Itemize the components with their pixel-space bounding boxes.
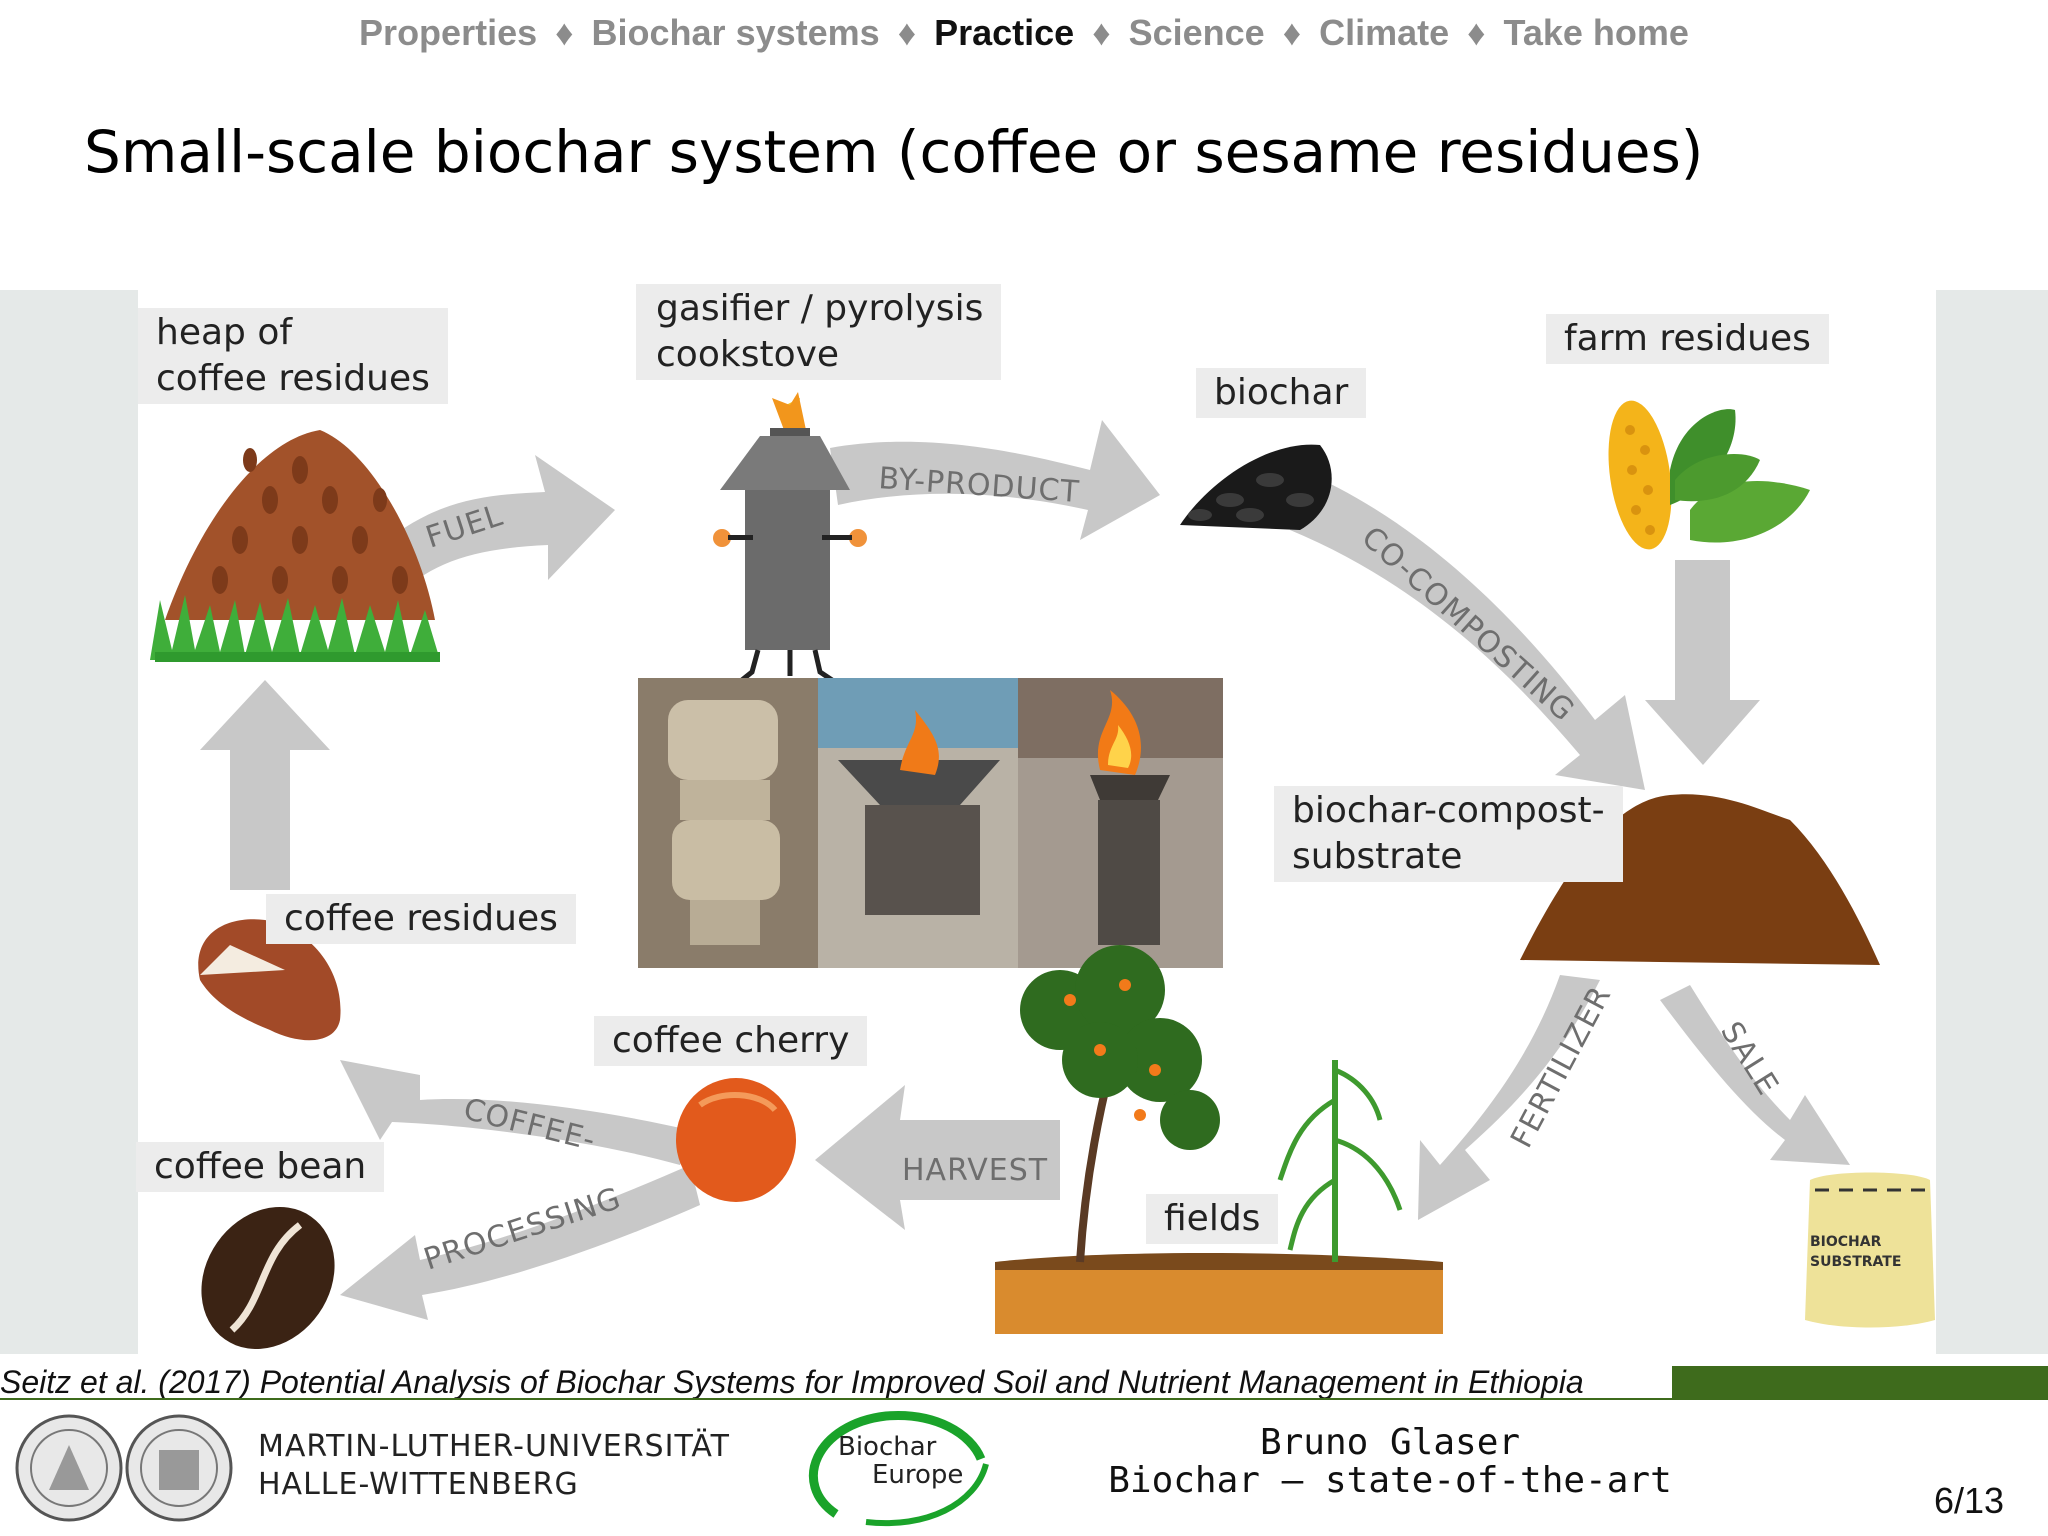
logo-text-biochar: Biochar [838,1432,937,1462]
label-gasifier-line2: cookstove [656,334,840,375]
co-composting-arrow [1290,470,1645,790]
sack-text-line1: BIOCHAR [1810,1234,1882,1250]
coffee-processing-label-1: COFFEE- [460,1092,599,1159]
cookstove-illustration [713,392,867,683]
coffee-heap-illustration [150,430,440,662]
talk-title: Biochar – state-of-the-art [1108,1460,1672,1501]
page-number: 6/13 [1934,1480,2005,1521]
label-coffee-residues: coffee residues [266,894,576,944]
university-name: MARTIN-LUTHER-UNIVERSITÄT HALLE-WITTENBE… [258,1428,730,1504]
biochar-pile-illustration [1180,444,1332,530]
harvest-label: HARVEST [902,1153,1048,1188]
author-name: Bruno Glaser [1259,1422,1521,1463]
nav-separator: ♦ [555,12,574,53]
label-gasifier: gasifier / pyrolysis cookstove [636,284,1002,380]
coffee-husk-illustration [198,919,341,1041]
section-navigation: Properties ♦ Biochar systems ♦ Practice … [0,12,2048,54]
slide-title: Small-scale biochar system (coffee or se… [84,118,1704,186]
cookstove-photos [638,678,1223,968]
nav-item-biochar-systems[interactable]: Biochar systems [591,12,880,53]
fields-illustration [995,945,1443,1334]
nav-item-science[interactable]: Science [1128,12,1265,53]
flow-arrows [200,420,1850,1320]
sack-text-line2: SUBSTRATE [1810,1254,1901,1270]
biochar-europe-logo [808,1411,989,1527]
label-coffee-bean: coffee bean [136,1142,385,1192]
coffee-cherry-illustration [676,1078,796,1202]
nav-separator: ♦ [1467,12,1486,53]
label-biochar-compost-substrate: biochar-compost- substrate [1274,786,1623,882]
biochar-sack-illustration: BIOCHAR SUBSTRATE [1805,1172,1935,1328]
author-block: Bruno Glaser Biochar – state-of-the-art [1100,1424,1680,1500]
by-product-arrow [830,420,1160,540]
farm-residues-illustration [1608,400,1810,550]
harvest-arrow [815,1085,1060,1230]
footer-green-bar [1672,1366,2048,1398]
nav-item-climate[interactable]: Climate [1319,12,1450,53]
nav-item-properties[interactable]: Properties [359,12,538,53]
nav-item-take-home[interactable]: Take home [1503,12,1689,53]
nav-item-practice[interactable]: Practice [934,12,1075,53]
nav-separator: ♦ [897,12,917,53]
label-farm-residues: farm residues [1546,314,1829,364]
fertilizer-arrow [1418,975,1600,1220]
label-biochar: biochar [1196,368,1367,418]
university-line1: MARTIN-LUTHER-UNIVERSITÄT [258,1429,730,1464]
university-line2: HALLE-WITTENBERG [258,1467,579,1502]
coffee-bean-illustration [201,1207,335,1349]
co-composting-label: CO-COMPOSTING [1355,520,1582,729]
sale-arrow [1660,985,1850,1165]
fuel-arrow [370,455,615,600]
label-gasifier-line1: gasifier / pyrolysis [656,288,984,329]
farm-residues-arrow [1645,560,1760,765]
nav-separator: ♦ [1092,12,1111,53]
citation: Seitz et al. (2017) Potential Analysis o… [0,1364,1584,1400]
label-compost-line2: substrate [1292,836,1463,877]
label-heap-line1: heap of [156,312,293,353]
coffee-processing-arrow-lower [340,1165,700,1320]
logo-text-europe: Europe [872,1460,964,1490]
label-heap-of-coffee-residues: heap of coffee residues [138,308,448,404]
label-fields: fields [1146,1194,1279,1244]
label-heap-line2: coffee residues [156,358,430,399]
coffee-processing-arrow-upper [340,1060,690,1165]
footer-divider [0,1398,2048,1400]
university-seal-logos [15,1414,233,1522]
coffee-residues-arrow [200,680,330,890]
label-compost-line1: biochar-compost- [1292,790,1605,831]
nav-separator: ♦ [1282,12,1302,53]
label-coffee-cherry: coffee cherry [594,1016,868,1066]
